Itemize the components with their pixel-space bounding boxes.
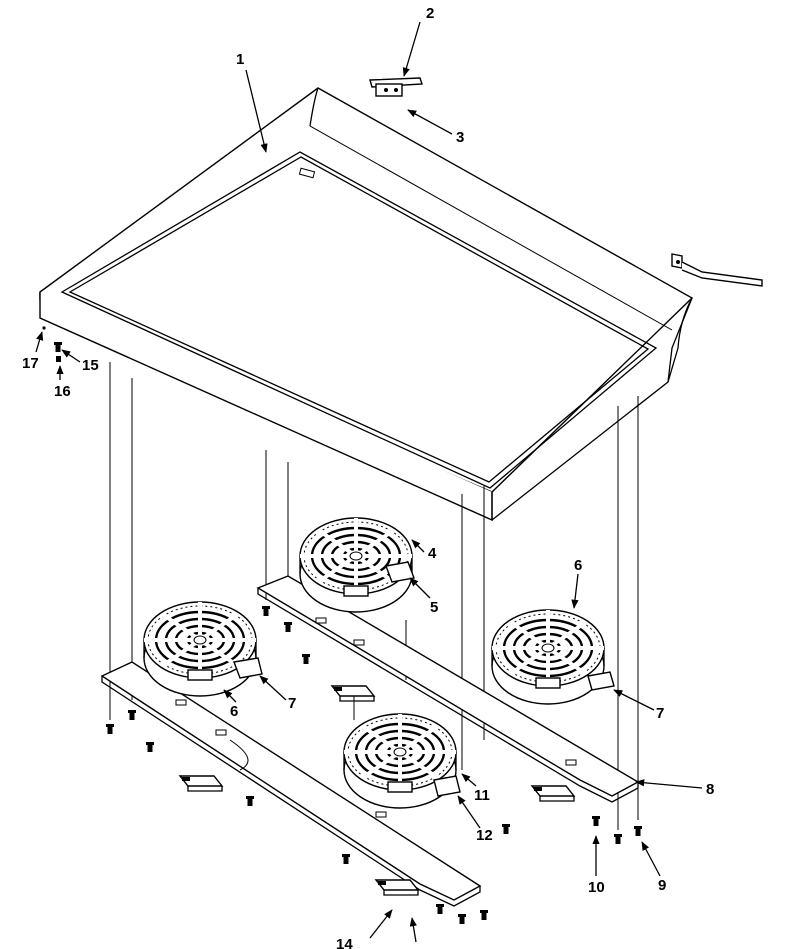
callout-5: 5 — [430, 599, 438, 616]
callout-14: 14 — [336, 936, 353, 949]
callout-4: 4 — [428, 545, 437, 562]
surface-element-front-left — [142, 600, 258, 698]
callout-1: 1 — [236, 51, 244, 68]
callout-16: 16 — [54, 383, 71, 400]
callout-8: 8 — [706, 781, 714, 798]
callout-3: 3 — [456, 129, 464, 146]
callout-15: 15 — [82, 357, 99, 374]
callout-11: 11 — [474, 787, 490, 804]
callout-10: 10 — [588, 879, 605, 896]
callout-7-front-left: 7 — [288, 695, 296, 712]
screws — [42, 326, 642, 924]
callout-2: 2 — [426, 5, 434, 22]
surface-element-rear-right — [490, 608, 606, 706]
callout-7-rear-right: 7 — [656, 705, 664, 722]
hinge-bracket-right — [671, 253, 763, 287]
callout-17: 17 — [22, 355, 39, 372]
cooktop-assembly — [39, 87, 694, 522]
hinge-bracket-left — [369, 77, 423, 97]
terminal-block — [233, 561, 615, 797]
callout-labels: 1 2 3 4 5 6 6 7 7 8 9 10 11 12 14 15 16 … — [22, 5, 714, 949]
mounting-strip-right — [256, 575, 640, 803]
callout-6-rear-right: 6 — [574, 557, 582, 574]
callout-9: 9 — [658, 877, 666, 894]
callout-leaders — [35, 21, 703, 943]
callout-12: 12 — [476, 827, 493, 844]
callout-6-front-left: 6 — [230, 703, 238, 720]
mounting-strip-left — [100, 661, 482, 907]
